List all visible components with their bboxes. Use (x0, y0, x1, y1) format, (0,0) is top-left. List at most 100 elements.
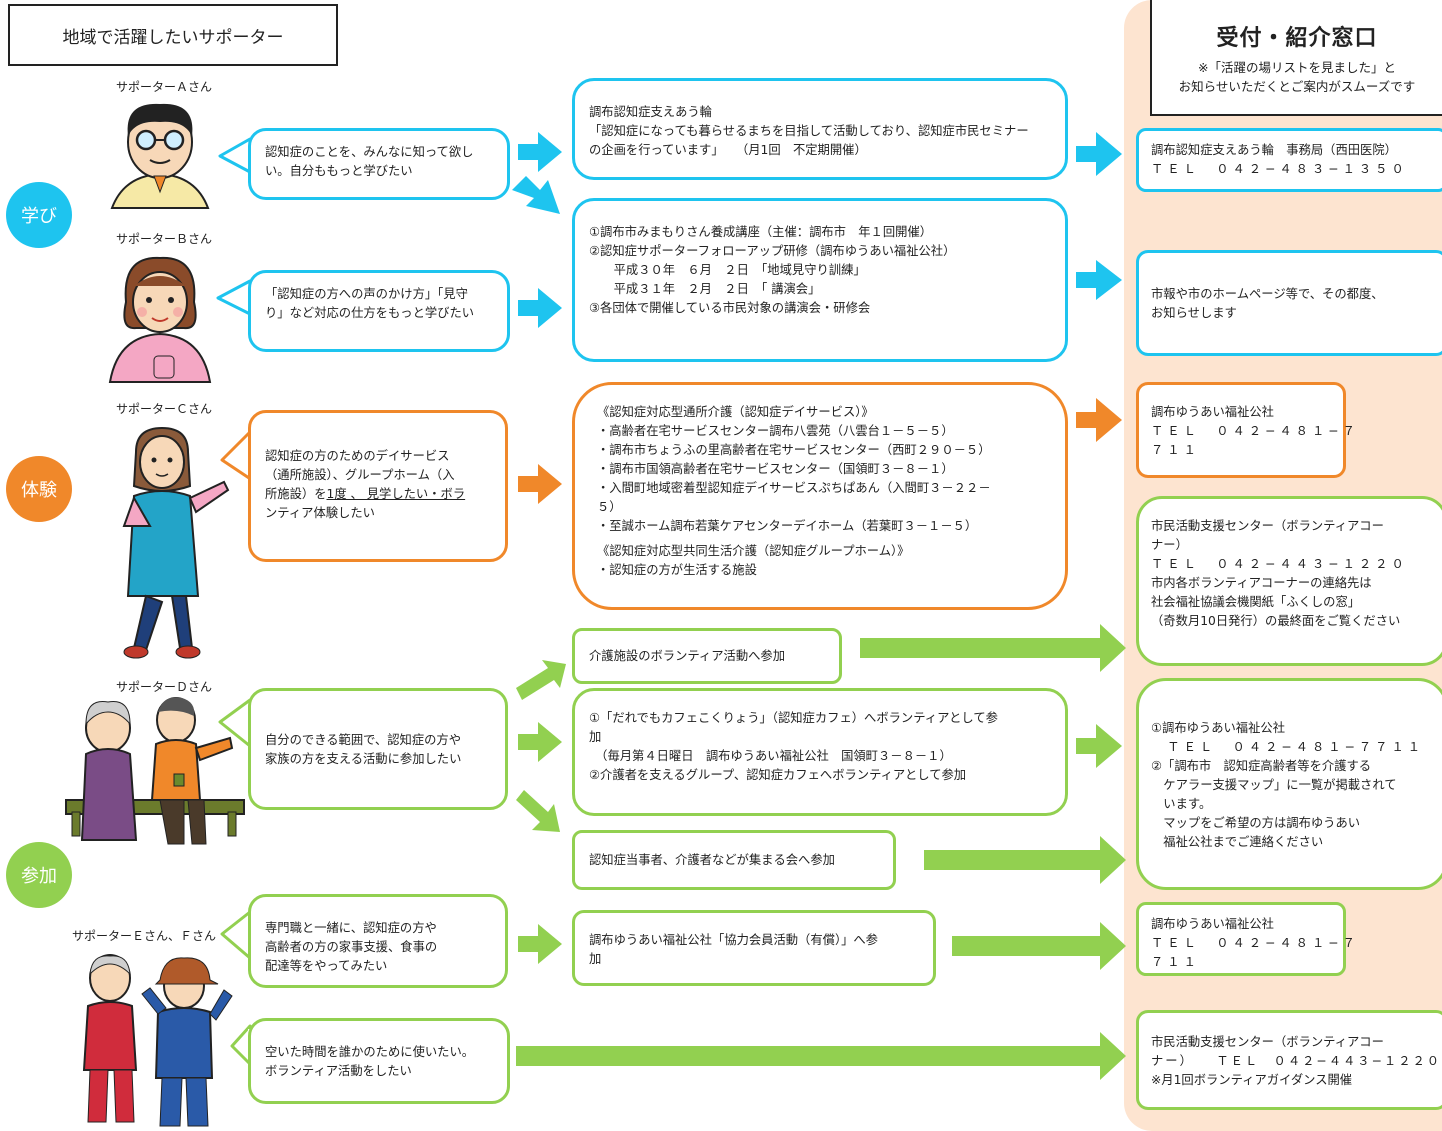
category-participate-label: 参加 (21, 866, 57, 887)
activity-line: 平成３０年 ６月 ２日 「地域見守り訓練」 (589, 263, 866, 277)
contact-line: ケアラー支援マップ」に一覧が掲載されて (1151, 778, 1397, 792)
contact-tel: ＴＥＬ ０４２−４８１−７ (1151, 424, 1359, 438)
contact-name: 調布認知症支えあう輪 事務局（西田医院） (1151, 143, 1397, 157)
contact-line: 市報や市のホームページ等で、その都度、 (1151, 287, 1384, 301)
contact-line: お知らせします (1151, 306, 1237, 320)
supporter-ef-illustration (82, 954, 233, 1127)
contact-tel: ＴＥＬ ０４２−４８１−７ (1151, 936, 1359, 950)
supporter-b-illustration (108, 256, 212, 383)
contact-6: 調布ゆうあい福祉公社 ＴＥＬ ０４２−４８１−７ ７１１ (1136, 902, 1359, 976)
activity-participate-3: 認知症当事者、介護者などが集まる会へ参加 (572, 830, 896, 890)
wish-c-line: （通所施設）、グループホーム（入 (265, 468, 455, 482)
wish-c-line: 認知症の方のためのデイサービス (265, 449, 450, 463)
wish-c-line: 所施設）を1度 、 見学したい・ボラ (265, 485, 491, 504)
contact-name: 調布ゆうあい福祉公社 (1151, 405, 1274, 419)
wish-e-line: 専門職と一緒に、認知症の方や (265, 921, 437, 935)
supporter-d-illustration (65, 697, 245, 845)
contact-line: 市民活動支援センター（ボランティアコー (1151, 1035, 1384, 1049)
supporter-d-label: サポーターＤさん (116, 680, 213, 694)
contact-name: 調布ゆうあい福祉公社 (1151, 917, 1274, 931)
wish-c-underlined: 1度 、 見学したい・ボラ (326, 487, 466, 501)
contact-7: 市民活動支援センター（ボランティアコー ナー） ＴＥＬ ０４２−４４３−１２２０… (1136, 1010, 1442, 1110)
reception-note-2: お知らせいただくとご案内がスムーズです (1178, 79, 1416, 94)
activity-line: ・調布市ちょうふの里高齢者在宅サービスセンター（西町２９０－５） (597, 443, 991, 457)
supporter-a-illustration (110, 103, 210, 209)
activity-participate-2: ①「だれでもカフェこくりょう」（認知症カフェ）へボランティアとして参 加 （毎月… (572, 688, 1068, 816)
wish-a-bubble: 認知症のことを、みんなに知って欲し い。自分ももっと学びたい (248, 128, 510, 200)
contact-4: 市民活動支援センター（ボランティアコー ナー） ＴＥＬ ０４２−４４３−１２２０… (1136, 496, 1442, 666)
wish-a-line: い。自分ももっと学びたい (265, 164, 413, 178)
page-title: 地域で活躍したいサポーター (8, 4, 338, 66)
activity-line: ②介護者を支えるグループ、認知症カフェへボランティアとして参加 (589, 768, 967, 782)
contact-line: ナー） (1151, 538, 1188, 552)
category-participate: 参加 (6, 842, 72, 908)
wish-d-bubble: 自分のできる範囲で、認知症の方や 家族の方を支える活動に参加したい (248, 688, 508, 810)
activity-participate-1: 介護施設のボランティア活動へ参加 (572, 628, 842, 684)
supporter-c-label: サポーターＣさん (116, 402, 213, 416)
contact-5: ①調布ゆうあい福祉公社 ＴＥＬ ０４２−４８１−７７１１ ②「調布市 認知症高齢… (1136, 678, 1442, 890)
activity-line: 調布ゆうあい福祉公社「協力会員活動（有償）」へ参 (589, 933, 878, 947)
contact-line: 市民活動支援センター（ボランティアコー (1151, 519, 1384, 533)
wish-a-line: 認知症のことを、みんなに知って欲し (265, 145, 474, 159)
wish-b-line: り」など対応の仕方をもっと学びたい (265, 306, 475, 320)
activity-line: の企画を行っています」 （月1回 不定期開催） (589, 143, 867, 157)
activity-line: 加 (589, 730, 602, 744)
wish-b-bubble: 「認知症の方への声のかけ方」「見守 り」など対応の仕方をもっと学びたい (248, 270, 510, 352)
contact-tel: ＴＥＬ ０４２−４４３−１２２０ (1151, 557, 1408, 571)
supporter-ef-label: サポーターＥさん、Ｆさん (72, 929, 217, 943)
contact-3: 調布ゆうあい福祉公社 ＴＥＬ ０４２−４８１−７ ７１１ (1136, 382, 1359, 478)
wish-f-line: ボランティア活動をしたい (265, 1064, 412, 1078)
activity-line: ③各団体で開催している市民対象の講演会・研修会 (589, 301, 871, 315)
contact-tel: ７１１ (1151, 955, 1200, 969)
wish-c-line: ンティア体験したい (265, 506, 375, 520)
activity-line: 加 (589, 952, 602, 966)
arrow-group-learn (512, 132, 1122, 328)
activity-line: ②認知症サポーターフォローアップ研修（調布ゆうあい福祉公社） (589, 244, 956, 258)
arrow-group-experience (518, 398, 1122, 504)
wish-f-bubble: 空いた時間を誰かのために使いたい。 ボランティア活動をしたい (248, 1018, 510, 1104)
contact-tel: ＴＥＬ ０４２−４８３−１３５０ (1151, 162, 1408, 176)
contact-tel: ナー） ＴＥＬ ０４２−４４３−１２２０ (1151, 1054, 1442, 1068)
category-experience: 体験 (6, 456, 72, 522)
activity-line: ・至誠ホーム調布若葉ケアセンターデイホーム（若葉町３－１－５） (597, 519, 978, 533)
contact-line: 福祉公社までご連絡ください (1151, 835, 1324, 849)
contact-line: 市内各ボランティアコーナーの連絡先は (1151, 576, 1372, 590)
category-learn: 学び (6, 182, 72, 248)
category-experience-label: 体験 (21, 480, 57, 501)
activity-line: ・高齢者在宅サービスセンター調布八雲苑（八雲台１－５－５） (597, 424, 954, 438)
supporter-a-label: サポーターＡさん (116, 80, 213, 94)
wish-e-line: 高齢者の方の家事支援、食事の (265, 940, 438, 954)
activity-participate-4: 調布ゆうあい福祉公社「協力会員活動（有償）」へ参 加 (572, 910, 936, 986)
wish-c-text: 所施設）を (265, 487, 327, 501)
wish-d-line: 自分のできる範囲で、認知症の方や (265, 733, 462, 747)
arrow-group-participate (516, 624, 1126, 1080)
activity-line: ・入間町地域密着型認知症デイサービスぷちぱあん（入間町３－２２－ (597, 481, 991, 495)
page-title-text: 地域で活躍したいサポーター (62, 27, 284, 48)
contact-tel: ７１１ (1151, 443, 1200, 457)
reception-note-1: ※「活躍の場リストを見ました」と (1198, 60, 1396, 75)
activity-line: ①「だれでもカフェこくりょう」（認知症カフェ）へボランティアとして参 (589, 711, 998, 725)
contact-line: ※月1回ボランティアガイダンス開催 (1151, 1073, 1353, 1087)
reception-header: 受付・紹介窓口 ※「活躍の場リストを見ました」と お知らせいただくとご案内がスム… (1150, 0, 1442, 116)
contact-line: ①調布ゆうあい福祉公社 (1151, 721, 1285, 735)
activity-line: ・調布市国領高齢者在宅サービスセンター（国領町３－８－１） (597, 462, 954, 476)
activity-line: ５） (597, 500, 622, 514)
activity-learn-1: 調布認知症支えあう輪 「認知症になっても暮らせるまちを目指して活動しており、認知… (572, 78, 1068, 180)
reception-title: 受付・紹介窓口 (1216, 26, 1378, 51)
wish-e-bubble: 専門職と一緒に、認知症の方や 高齢者の方の家事支援、食事の 配達等をやってみたい (248, 894, 508, 988)
activity-line: 平成３１年 ２月 ２日 「 講演会」 (589, 282, 821, 296)
activity-line: ・認知症の方が生活する施設 (597, 563, 757, 577)
contact-tel: ＴＥＬ ０４２−４８１−７７１１ (1151, 740, 1425, 754)
wish-e-line: 配達等をやってみたい (265, 959, 388, 973)
activity-learn-2: ①調布市みまもりさん養成講座（主催：調布市 年１回開催） ②認知症サポーターフォ… (572, 198, 1068, 362)
wish-f-line: 空いた時間を誰かのために使いたい。 (265, 1045, 475, 1059)
activity-line: ①調布市みまもりさん養成講座（主催：調布市 年１回開催） (589, 225, 933, 239)
activity-line: 《認知症対応型通所介護（認知症デイサービス）》 (597, 405, 874, 419)
activity-line: 認知症当事者、介護者などが集まる会へ参加 (589, 853, 835, 867)
activity-line: 《認知症対応型共同生活介護（認知症グループホーム）》 (597, 544, 910, 558)
contact-line: ②「調布市 認知症高齢者等を介護する (1151, 759, 1372, 773)
activity-line: 介護施設のボランティア活動へ参加 (589, 649, 786, 663)
activity-line: （毎月第４日曜日 調布ゆうあい福祉公社 国領町３－８－１） (589, 749, 952, 763)
contact-1: 調布認知症支えあう輪 事務局（西田医院） ＴＥＬ ０４２−４８３−１３５０ (1136, 128, 1442, 192)
wish-d-line: 家族の方を支える活動に参加したい (265, 752, 462, 766)
